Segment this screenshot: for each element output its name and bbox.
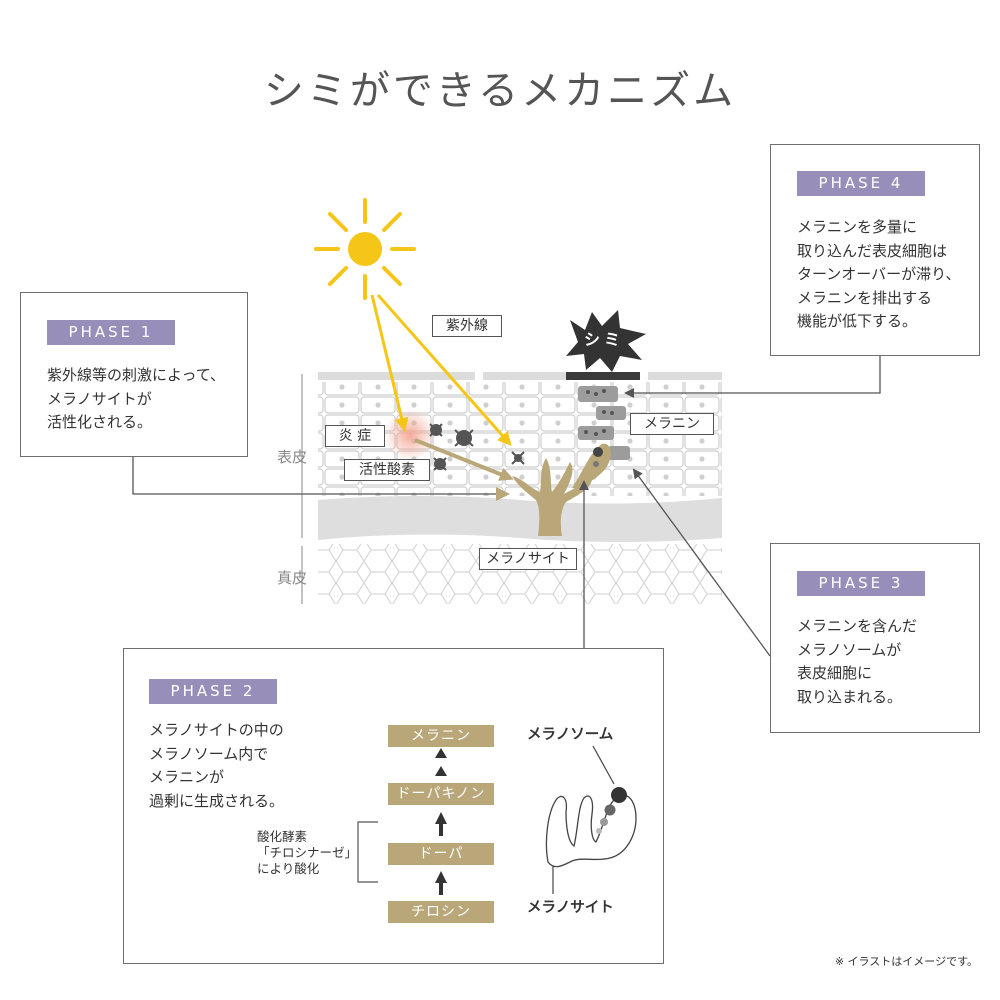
phase2-line: メラニンが — [149, 768, 225, 786]
inflammation-label: 炎 症 — [325, 425, 385, 447]
phase2-badge: PHASE 2 — [149, 679, 277, 704]
flow-dopaquinone: ドーパキノン — [388, 783, 494, 805]
flow-dopa: ドーパ — [388, 843, 494, 865]
enzyme-note-line: 酸化酵素 — [257, 829, 308, 844]
active-oxygen-label: 活性酸素 — [344, 459, 430, 481]
phase4-line: 取り込んだ表皮細胞は — [797, 241, 948, 260]
phase2-line: メラノサイトの中の — [149, 721, 284, 739]
melanin-label: メラニン — [630, 413, 714, 435]
phase4-line: 機能が低下する。 — [797, 312, 918, 330]
phase3-line: メラニンを含んだ — [797, 617, 918, 635]
phase3-badge: PHASE 3 — [797, 571, 925, 596]
uv-label: 紫外線 — [432, 315, 502, 337]
phase1-line: 活性化される。 — [47, 413, 153, 431]
enzyme-note: 酸化酵素 「チロシナーゼ」 により酸化 — [257, 829, 357, 877]
dermis-label: 真皮 — [277, 569, 308, 587]
phase4-line: ターンオーバーが滞り、 — [797, 265, 961, 283]
phase2-text: メラノサイトの中の メラノソーム内で メラニンが 過剰に生成される。 — [149, 719, 284, 813]
phase4-line: メラニンを多量に — [797, 218, 918, 236]
phase2-line: 過剰に生成される。 — [149, 791, 285, 810]
phase3-text: メラニンを含んだ メラノソームが 表皮細胞に 取り込まれる。 — [797, 615, 917, 709]
phase3-line: 表皮細胞に — [797, 664, 873, 682]
phase1-text: 紫外線等の刺激によって、 メラノサイトが 活性化される。 — [47, 364, 225, 435]
small-melanocyte-label: メラノサイト — [527, 900, 614, 916]
footnote: ※ イラストはイメージです。 — [834, 955, 978, 968]
enzyme-note-line: により酸化 — [257, 861, 320, 876]
flow-melanin: メラニン — [388, 725, 494, 747]
phase4-text: メラニンを多量に 取り込んだ表皮細胞は ターンオーバーが滞り、 メラニンを排出す… — [797, 216, 961, 334]
phase4-badge: PHASE 4 — [797, 171, 925, 196]
enzyme-note-line: 「チロシナーゼ」 — [257, 845, 358, 860]
epidermis-label: 表皮 — [277, 448, 308, 466]
phase4-line: メラニンを排出する — [797, 288, 933, 307]
phase1-line: メラノサイトが — [47, 389, 152, 408]
phase3-line: 取り込まれる。 — [797, 687, 903, 706]
flow-tyrosine: チロシン — [388, 901, 494, 923]
phase1-panel — [20, 292, 248, 457]
spot-label: シミ — [583, 330, 624, 349]
melanosome-label: メラノソーム — [527, 727, 614, 743]
phase1-badge: PHASE 1 — [47, 320, 175, 345]
phase2-line: メラノソーム内で — [149, 744, 269, 763]
page-title: シミができるメカニズム — [263, 68, 737, 114]
phase3-line: メラノソームが — [797, 640, 902, 659]
melanocyte-label: メラノサイト — [479, 548, 577, 570]
phase1-line: 紫外線等の刺激によって、 — [47, 366, 226, 384]
